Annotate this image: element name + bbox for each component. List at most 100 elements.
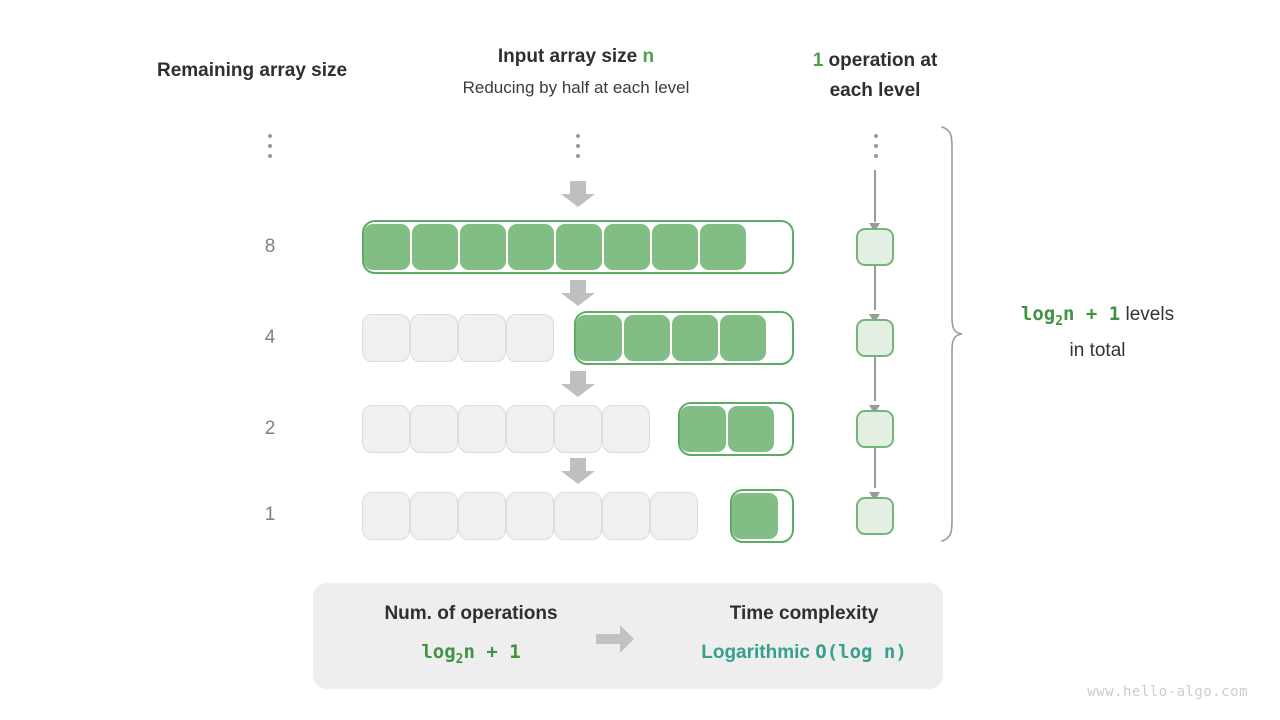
- size-label-8: 8: [264, 236, 276, 257]
- array-cell-active: [364, 224, 410, 270]
- dot-icon: [576, 134, 580, 138]
- array-cell-active: [732, 493, 778, 539]
- array-cell-active: [576, 315, 622, 361]
- heading-remaining-array-size: Remaining array size: [157, 60, 348, 81]
- operation-connector-line: [874, 266, 876, 310]
- array-cell-inactive: [554, 405, 602, 453]
- heading-input-array-size: Input array size n: [405, 46, 747, 68]
- array-cell-inactive: [650, 492, 698, 540]
- active-run-highlight: [362, 220, 794, 274]
- halving-arrow-icon: [561, 371, 595, 397]
- halving-arrow-icon: [561, 458, 595, 484]
- levels-note-line2: in total: [1069, 339, 1126, 361]
- right-arrow-icon: [596, 625, 634, 653]
- halving-arrow-icon: [561, 280, 595, 306]
- levels-brace-icon: [938, 126, 964, 542]
- array-row-8: [362, 220, 794, 274]
- size-label-4: 4: [264, 327, 276, 348]
- array-row-1: [362, 489, 794, 543]
- heading-input-array-size-subtitle: Reducing by half at each level: [462, 78, 690, 97]
- array-row-4: [362, 311, 794, 365]
- array-cell-inactive: [410, 314, 458, 362]
- heading-input-array-size-accent: n: [642, 46, 655, 67]
- array-cell-active: [680, 406, 726, 452]
- operation-cell: [856, 228, 894, 266]
- array-cell-active: [700, 224, 746, 270]
- operation-connector-line: [874, 170, 876, 222]
- array-cell-inactive: [362, 405, 410, 453]
- dot-icon: [576, 144, 580, 148]
- active-run-highlight: [574, 311, 794, 365]
- array-cell-active: [412, 224, 458, 270]
- array-cell-active: [672, 315, 718, 361]
- array-cell-active: [604, 224, 650, 270]
- dot-icon: [874, 154, 878, 158]
- watermark: www.hello-algo.com: [1087, 684, 1248, 700]
- array-cell-inactive: [602, 405, 650, 453]
- levels-total-note: log2n + 1 levels in total: [975, 300, 1220, 365]
- array-cell-inactive: [410, 492, 458, 540]
- summary-complexity-notation: O(log n): [815, 641, 907, 663]
- array-cell-inactive: [458, 405, 506, 453]
- array-cell-active: [460, 224, 506, 270]
- heading-operations-accent: 1: [812, 50, 824, 71]
- summary-complexity-title: Time complexity: [729, 603, 879, 624]
- operation-cell: [856, 319, 894, 357]
- array-column-dots: [573, 134, 583, 158]
- heading-operations-text: operation at each level: [823, 50, 938, 101]
- arrow-head-icon: [869, 488, 880, 501]
- remaining-size-dots: [265, 134, 275, 158]
- array-cell-inactive: [602, 492, 650, 540]
- dot-icon: [268, 144, 272, 148]
- operation-connector-line: [874, 357, 876, 401]
- summary-formula-prefix: log: [421, 641, 456, 663]
- levels-formula: log2n + 1: [1020, 303, 1121, 329]
- array-cell-active: [556, 224, 602, 270]
- summary-operations-formula: log2n + 1: [421, 641, 521, 667]
- dot-icon: [268, 134, 272, 138]
- summary-formula-sub: 2: [455, 651, 464, 667]
- dot-icon: [268, 154, 272, 158]
- active-run-highlight: [678, 402, 794, 456]
- size-label-1: 1: [264, 504, 276, 525]
- summary-complexity-value: Logarithmic O(log n): [665, 641, 943, 664]
- arrow-head-icon: [869, 310, 880, 323]
- array-cell-active: [624, 315, 670, 361]
- halving-arrow-icon: [561, 181, 595, 207]
- operation-connector-line: [874, 448, 876, 488]
- summary-complexity-name: Logarithmic: [701, 642, 810, 663]
- arrow-head-icon: [869, 401, 880, 414]
- size-label-2: 2: [264, 418, 276, 439]
- dot-icon: [874, 134, 878, 138]
- array-cell-inactive: [506, 492, 554, 540]
- heading-input-array-size-text: Input array size: [497, 46, 643, 67]
- array-cell-inactive: [362, 492, 410, 540]
- summary-operations-column: Num. of operations log2n + 1: [333, 603, 609, 667]
- operation-cell: [856, 497, 894, 535]
- levels-formula-suffix: n + 1: [1063, 303, 1121, 325]
- summary-formula-suffix: n + 1: [463, 641, 521, 663]
- array-cell-inactive: [458, 492, 506, 540]
- levels-formula-sub: 2: [1055, 313, 1064, 329]
- dot-icon: [576, 154, 580, 158]
- operations-column-dots: [871, 134, 881, 158]
- summary-complexity-column: Time complexity Logarithmic O(log n): [665, 603, 943, 664]
- array-cell-inactive: [506, 405, 554, 453]
- array-cell-inactive: [506, 314, 554, 362]
- array-cell-active: [728, 406, 774, 452]
- summary-operations-title: Num. of operations: [384, 603, 558, 624]
- active-run-highlight: [730, 489, 794, 543]
- summary-box: Num. of operations log2n + 1 Time comple…: [313, 583, 943, 689]
- heading-operations-per-level: 1 operation at each level: [795, 46, 955, 106]
- array-cell-inactive: [410, 405, 458, 453]
- array-cell-inactive: [458, 314, 506, 362]
- array-cell-active: [652, 224, 698, 270]
- array-row-2: [362, 402, 794, 456]
- array-cell-inactive: [554, 492, 602, 540]
- levels-formula-prefix: log: [1020, 303, 1056, 325]
- array-cell-active: [508, 224, 554, 270]
- dot-icon: [874, 144, 878, 148]
- summary-operations-value: log2n + 1: [333, 641, 609, 667]
- operation-cell: [856, 410, 894, 448]
